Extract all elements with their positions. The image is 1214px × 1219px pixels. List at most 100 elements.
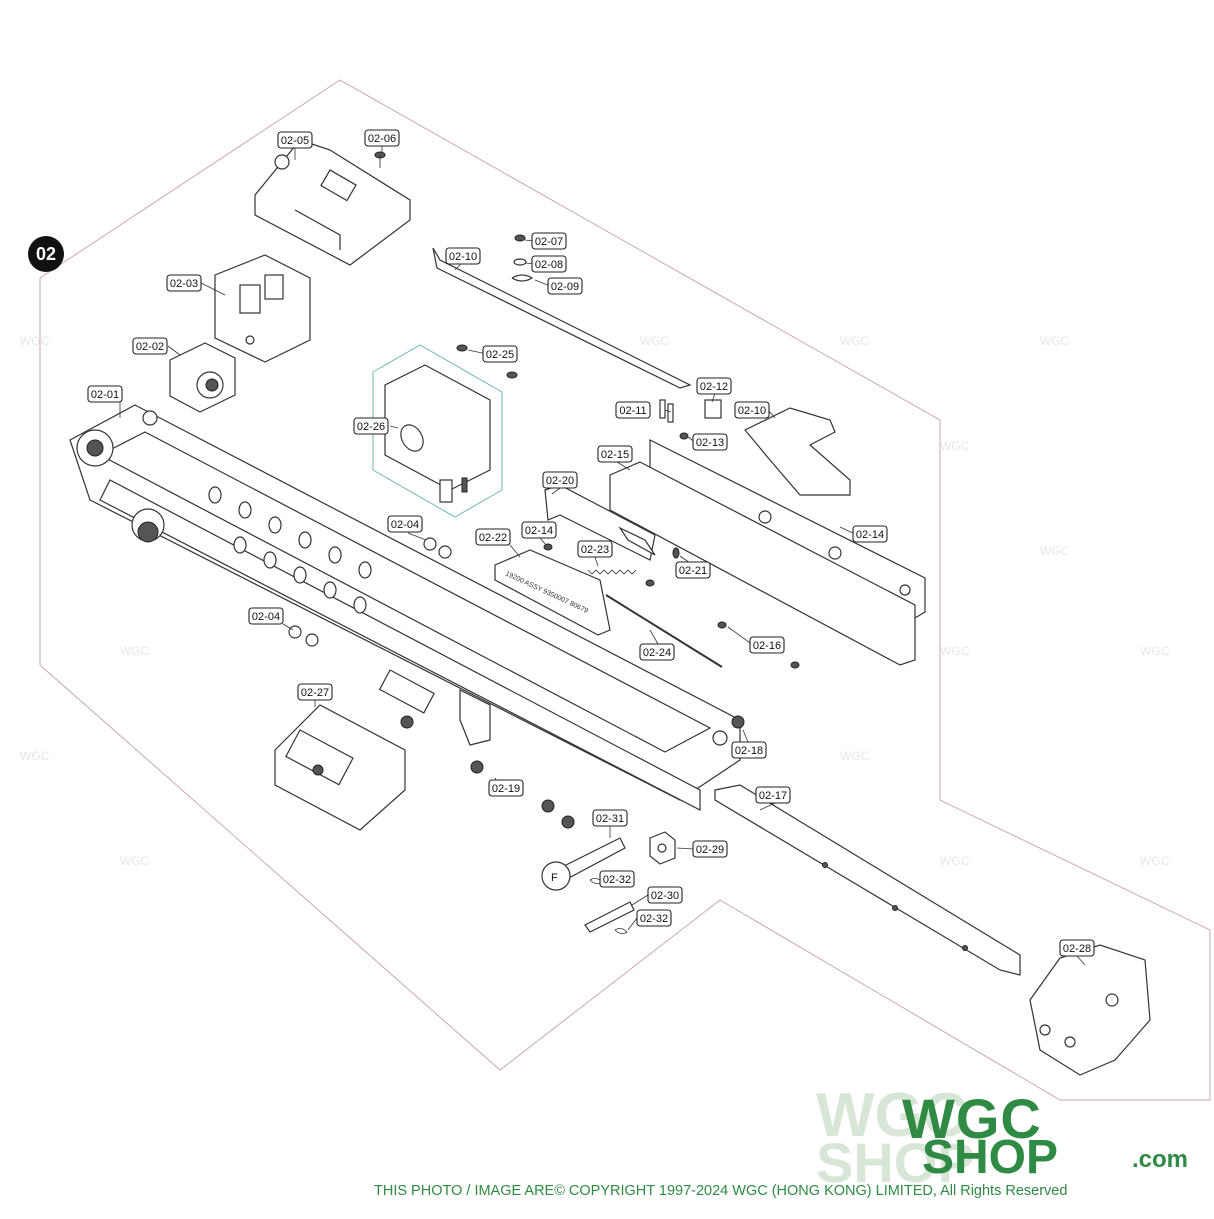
part-label: 02-05 [277,131,313,149]
part-02-15-16-shape [609,439,926,666]
part-02-05-shape [374,151,386,168]
part-label: 02-31 [592,809,628,827]
part-label: 02-23 [577,540,613,558]
part-label: 02-25 [482,345,518,363]
svg-text:02-28: 02-28 [1063,943,1091,955]
watermark-faint: WGC [640,334,670,348]
svg-text:02-11: 02-11 [619,405,646,417]
parts-02-07-09-shapes [511,234,534,282]
part-label: 02-03 [166,274,202,292]
watermark-faint: WGC [1140,854,1170,868]
part-label: 02-01 [87,385,123,403]
watermark-faint: WGC [940,854,970,868]
svg-text:02-12: 02-12 [700,381,728,393]
parts-02-11-13-shapes [659,399,851,496]
svg-text:02-25: 02-25 [486,349,514,361]
watermark-faint: WGC [840,749,870,763]
brand-logo: WGC SHOP WGC SHOP .com [812,1081,1212,1194]
part-label: 02-29 [692,840,728,858]
part-label: 02-02 [132,337,168,355]
part-label: 02-07 [531,232,567,250]
watermark-faint: WGC [120,854,150,868]
part-label: 02-18 [731,741,767,759]
svg-text:02-04: 02-04 [391,519,419,531]
assembly-boundary [39,79,1211,1101]
part-label: 02-32 [636,909,672,927]
svg-text:02-32: 02-32 [640,913,668,925]
part-02-10-shape [432,247,692,389]
svg-text:02-02: 02-02 [136,341,164,353]
svg-text:02-22: 02-22 [479,532,507,544]
brand-logo-tld: .com [1132,1146,1189,1173]
brand-logo-shop: SHOP [922,1131,1059,1184]
part-label: 02-14 [852,525,888,543]
part-label: 02-13 [692,433,728,451]
svg-text:02-24: 02-24 [643,647,671,659]
svg-text:02-15: 02-15 [601,449,629,461]
svg-text:02-30: 02-30 [651,890,679,902]
part-02-06-shape [254,139,411,266]
svg-text:02-04: 02-04 [252,611,280,623]
brand-logo-ghost-shop: SHOP [816,1131,975,1194]
svg-text:02-29: 02-29 [696,844,724,856]
part-label: 02-32 [599,870,635,888]
watermark-faint: WGC [20,334,50,348]
svg-text:02-13: 02-13 [696,437,724,449]
svg-text:02-23: 02-23 [581,544,609,556]
part-02-26-shape [384,344,518,503]
watermark-faint: WGC [840,334,870,348]
background-watermarks: WGC WGC WGC WGC WGC WGC WGC WGC WGC WGC … [20,334,1170,868]
svg-text:02-27: 02-27 [301,687,329,699]
part-02-03-shape [214,254,311,363]
part-label: 02-10 [734,401,770,419]
brand-logo-ghost-wgc: WGC [816,1081,968,1150]
watermark-faint: WGC [20,749,50,763]
part-label: 02-30 [647,886,683,904]
part-label: 02-10 [445,247,481,265]
svg-text:02-31: 02-31 [596,813,624,825]
part-label: 02-06 [364,129,400,147]
copyright-notice: THIS PHOTO / IMAGE ARE© COPYRIGHT 1997-2… [374,1183,1068,1199]
svg-text:02-10: 02-10 [449,251,477,263]
svg-text:02-17: 02-17 [759,790,787,802]
svg-text:02-32: 02-32 [603,874,631,886]
part-label: 02-11 [615,401,651,419]
part-label: 02-16 [749,636,785,654]
svg-text:02-14: 02-14 [856,529,884,541]
svg-text:02-01: 02-01 [91,389,119,401]
svg-text:02-19: 02-19 [492,783,520,795]
svg-text:02-08: 02-08 [535,259,563,271]
part-02-27-shape [274,704,406,831]
svg-text:02-21: 02-21 [679,565,707,577]
parts-02-21-24-shapes [587,547,800,669]
svg-text:02-05: 02-05 [281,135,309,147]
part-02-19-shapes [400,715,745,829]
watermark-faint: WGC [940,644,970,658]
svg-text:02-06: 02-06 [368,133,396,145]
part-label: 02-17 [755,786,791,804]
watermark-faint: WGC [1140,644,1170,658]
svg-text:02-07: 02-07 [535,236,563,248]
brand-logo-wgc: WGC [902,1087,1042,1150]
svg-text:02-03: 02-03 [170,278,198,290]
watermark-faint: WGC [120,644,150,658]
svg-text:02-10: 02-10 [738,405,766,417]
part-label: 02-12 [696,377,732,395]
svg-text:02-18: 02-18 [735,745,763,757]
part-label: 02-28 [1059,939,1095,957]
part-label: 02-21 [675,561,711,579]
part-labels: 02-05 02-06 02-07 02-08 02-09 02-10 02-0… [87,129,1095,957]
section-number-badge: 02 [28,236,64,272]
part-02-04-shapes [288,537,452,647]
svg-text:02-16: 02-16 [753,640,781,652]
part-label: 02-09 [547,277,583,295]
part-label: 02-24 [639,643,675,661]
part-02-18-shape [714,784,1021,976]
part-label: 02-26 [353,417,389,435]
watermark-faint: WGC [1040,334,1070,348]
receiver-part [69,404,741,811]
part-label: 02-08 [531,255,567,273]
watermark-faint: WGC [940,439,970,453]
part-label: 02-04 [387,515,423,533]
part-label: 02-27 [297,683,333,701]
